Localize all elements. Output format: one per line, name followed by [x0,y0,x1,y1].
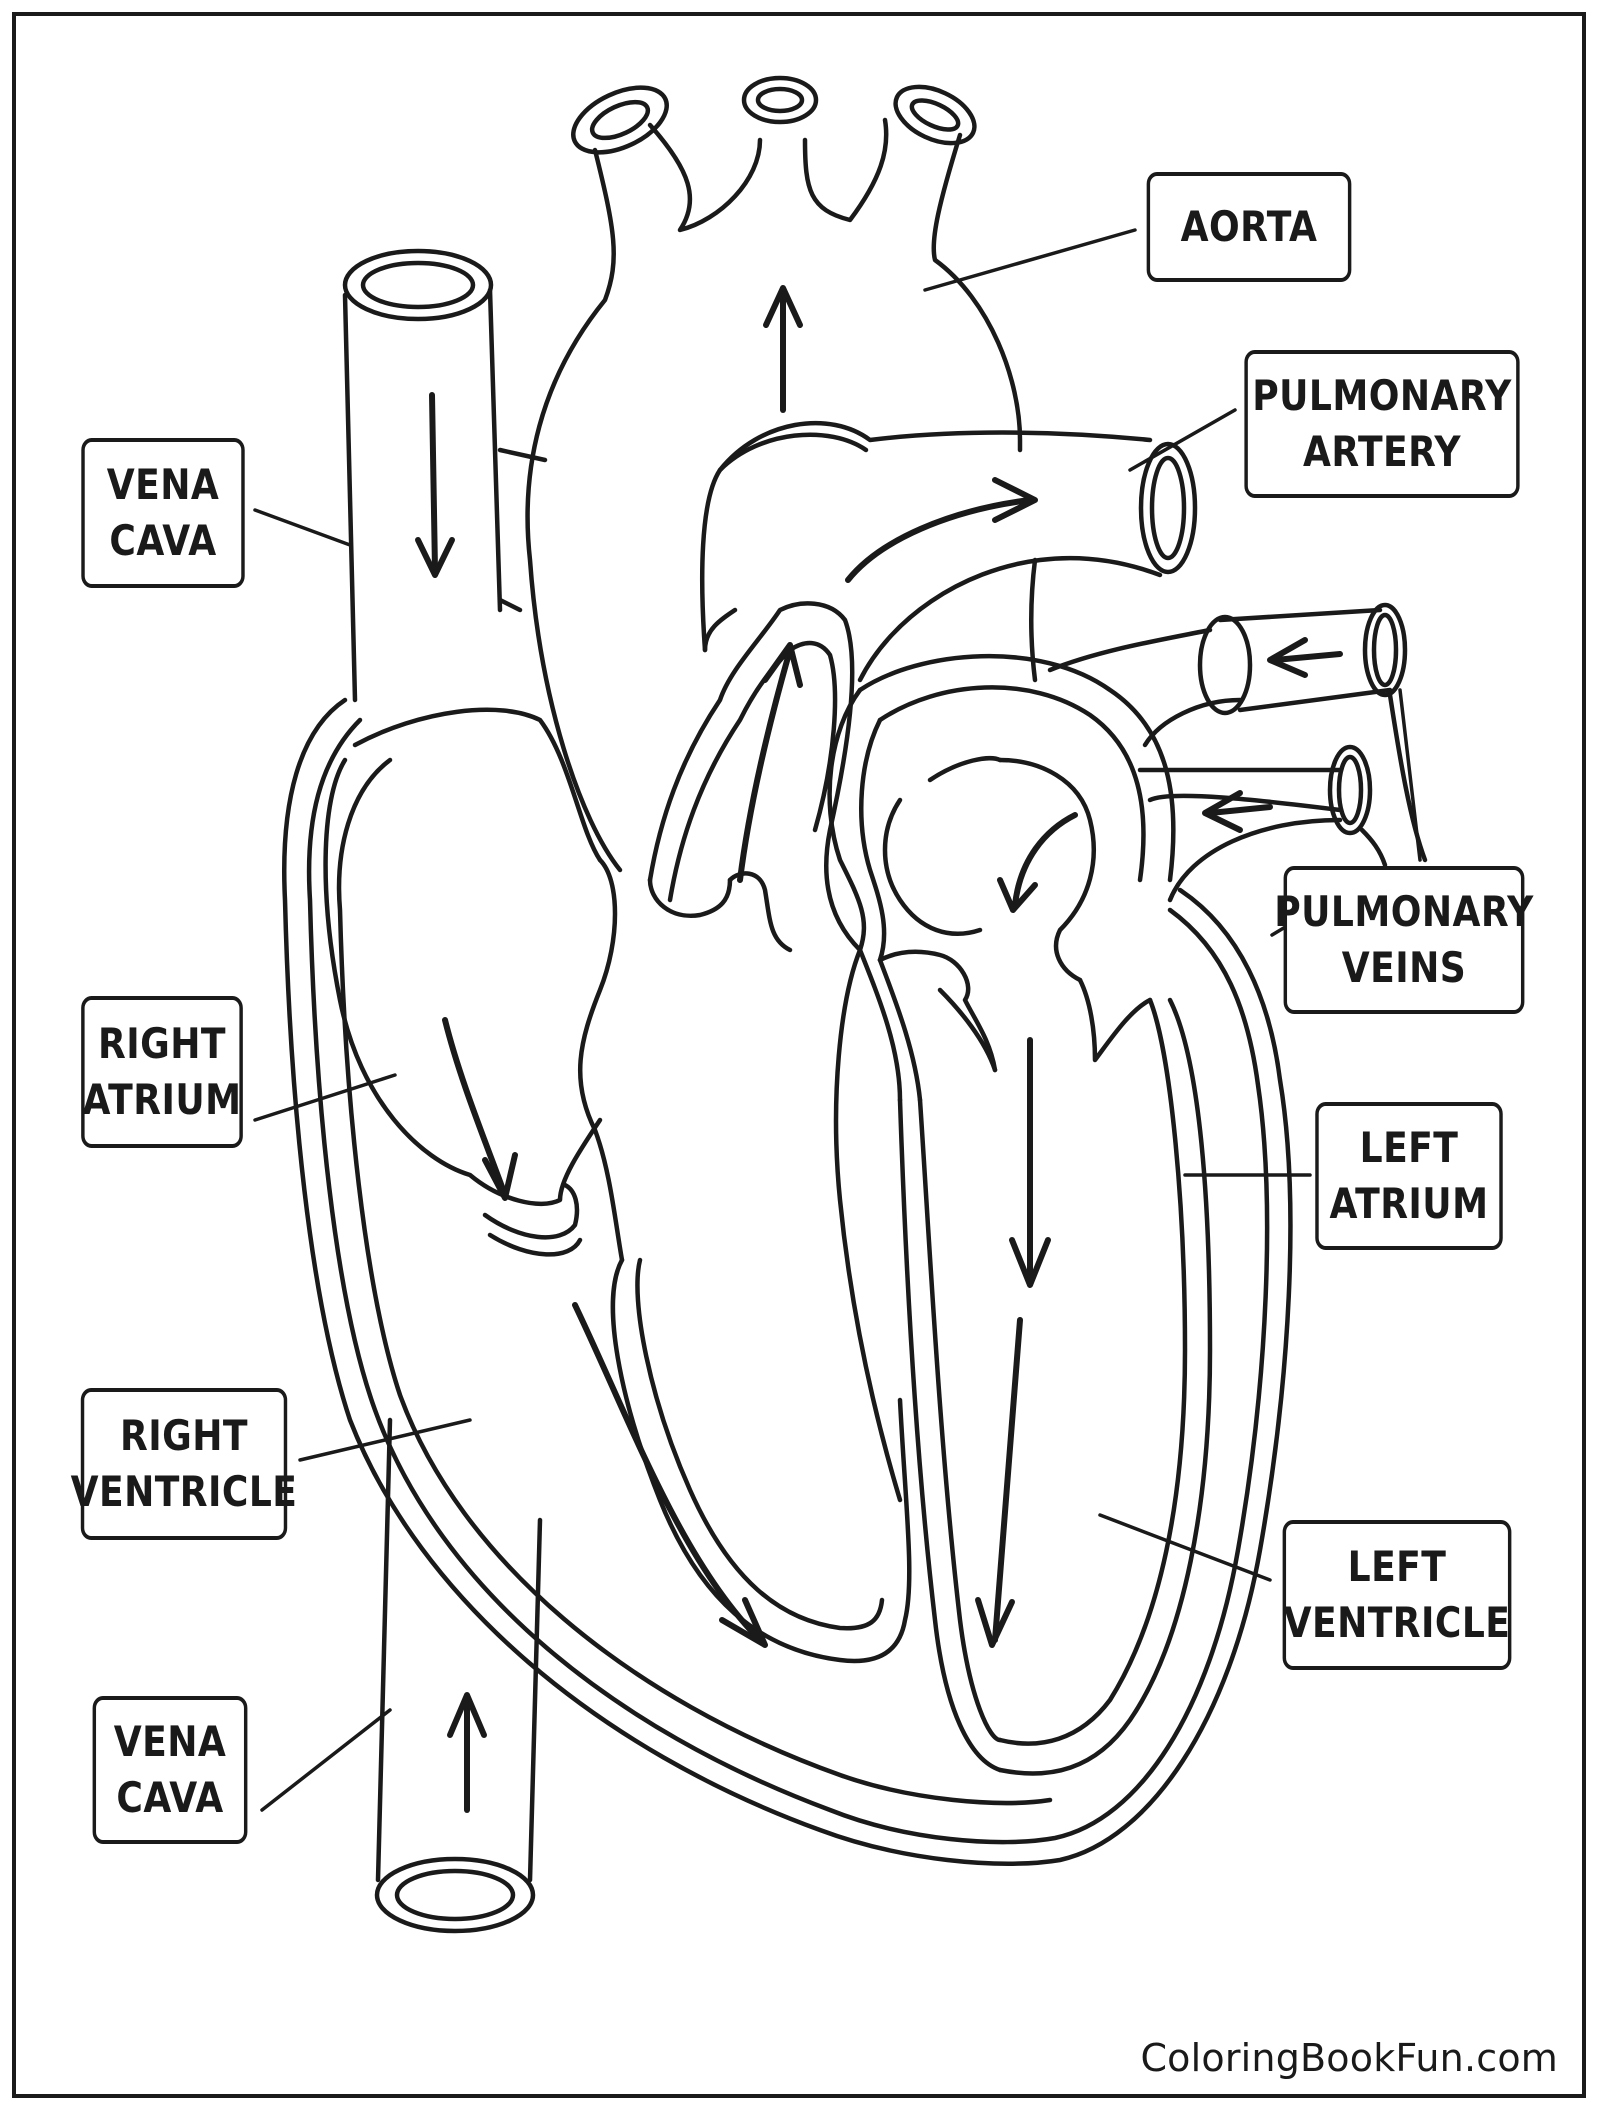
left-chambers-shape [827,653,1213,1776]
arrow-septum-up [737,647,793,883]
arrow-right-ventricle [572,1302,763,1643]
label-pulmonary-artery: PULMONARY ARTERY [1244,350,1520,498]
label-left-ventricle: LEFT VENTRICLE [1282,1520,1512,1670]
label-right-ventricle: RIGHT VENTRICLE [71,1388,297,1540]
arrow-pulmonary-vein-top [1272,651,1343,663]
label-right-atrium-line-2: ATRIUM [82,1075,242,1124]
label-vena-cava-bottom-line-1: VENA [113,1717,227,1766]
vena-cava-bottom-shape [374,1417,543,1934]
arrow-left-ventricle-down [992,1317,1023,1643]
label-left-ventricle-line-1: LEFT [1347,1542,1447,1591]
label-vena-cava-top-line-2: CAVA [109,516,217,565]
arrow-pulmonary-vein-bottom [1207,804,1273,816]
label-left-atrium-line-1: LEFT [1359,1123,1459,1172]
label-vena-cava-bottom-line-2: CAVA [116,1773,224,1822]
flow-arrows [415,285,1343,1813]
arrow-vena-cava-top [429,392,438,573]
label-vena-cava-bottom: VENA CAVA [92,1696,248,1844]
label-pulmonary-artery-line-1: PULMONARY [1252,371,1512,420]
aorta-shape [525,75,1038,873]
label-left-ventricle-line-2: VENTRICLE [1283,1598,1511,1647]
heart-outline [282,697,1293,1866]
label-pulmonary-artery-line-2: ARTERY [1302,427,1462,476]
pulmonary-artery-shape [699,420,1198,683]
arrow-pulmonary-artery [845,497,1033,583]
label-right-atrium: RIGHT ATRIUM [81,996,243,1148]
label-pulmonary-veins-line-1: PULMONARY [1274,887,1534,936]
label-pulmonary-veins: PULMONARY VEINS [1274,866,1533,1014]
pulmonary-veins-shape [1047,602,1428,903]
leader-lines [253,228,1422,1812]
site-watermark: ColoringBookFun.com [1140,2036,1558,2080]
arrow-right-atrium-down [442,1017,508,1198]
label-vena-cava-top: VENA CAVA [81,438,245,588]
page-border [12,12,1586,2098]
arrow-left-atrium-curve [1012,812,1078,908]
label-right-ventricle-line-2: VENTRICLE [70,1467,298,1516]
label-left-atrium-line-2: ATRIUM [1329,1179,1489,1228]
vena-cava-top-shape [342,248,548,703]
label-left-atrium: LEFT ATRIUM [1315,1102,1503,1250]
label-right-ventricle-line-1: RIGHT [120,1411,248,1460]
label-right-atrium-line-1: RIGHT [98,1019,226,1068]
label-pulmonary-veins-line-2: VEINS [1341,943,1467,992]
right-atrium-shape [323,707,625,1263]
label-vena-cava-top-line-1: VENA [106,460,220,509]
label-aorta-line-1: AORTA [1180,202,1318,251]
label-aorta: AORTA [1146,172,1352,282]
